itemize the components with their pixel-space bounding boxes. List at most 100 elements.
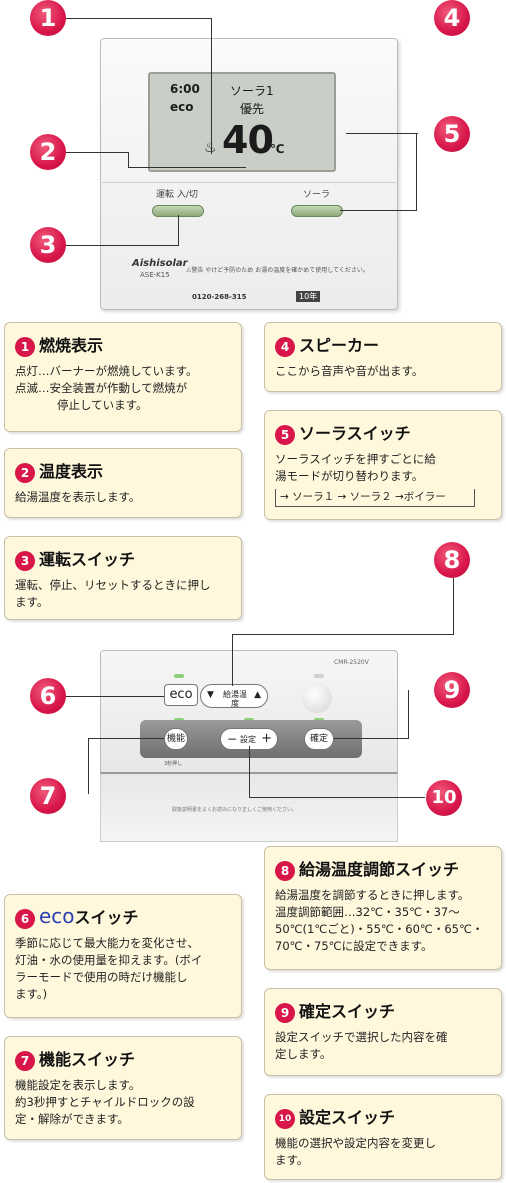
badge-4: 4 [434, 0, 470, 36]
model-number: ASE-K15 [140, 271, 170, 279]
confirm-button[interactable]: 確定 [304, 728, 334, 750]
power-button-label: 運転 入/切 [156, 190, 198, 200]
box5-line1: ソーラスイッチを押すごとに給 [275, 451, 436, 466]
badge-3: 3 [30, 227, 66, 263]
leader-line-5 [346, 133, 418, 134]
box7-line2: 約3秒押すとチャイルドロックの設 [15, 1094, 195, 1109]
badge-10: 10 [426, 780, 462, 816]
box8-badge: 8 [275, 860, 295, 881]
box3-title: 運転スイッチ [39, 550, 136, 569]
box9-badge: 9 [275, 1002, 295, 1023]
box4-title: スピーカー [299, 336, 380, 355]
setting-button[interactable]: − 設定 + [220, 728, 278, 750]
leader-line-8 [232, 634, 454, 635]
eco-button[interactable]: eco [164, 684, 198, 706]
badge-2: 2 [30, 134, 66, 170]
box1-line2: 点滅…安全装置が作動して燃焼が [15, 380, 188, 395]
leader-line-8v [232, 634, 233, 686]
lcd-time: 6:00 [170, 82, 200, 96]
leader-line-6 [66, 696, 164, 697]
leader-line-2h [128, 167, 246, 168]
badge-7: 7 [30, 778, 66, 814]
lcd-mode: ソーラ1 [230, 84, 274, 98]
box6-badge: 6 [15, 908, 35, 929]
box1-title: 燃焼表示 [39, 336, 104, 355]
status-led [314, 674, 324, 678]
leader-line-9 [334, 738, 408, 739]
box10-badge: 10 [275, 1108, 295, 1129]
box6-line3: ラーモードで使用の時だけ機能し [15, 969, 188, 984]
temp-up-icon: ▲ [254, 690, 261, 700]
box6-line2: 灯油・水の使用量を抑えます。(ボイ [15, 952, 203, 967]
box5-line2: 湯モードが切り替わります。 [275, 468, 424, 483]
leader-line-2v [128, 152, 129, 168]
box7-title: 機能スイッチ [39, 1050, 136, 1069]
solar-button[interactable] [291, 205, 343, 217]
sub-remote-model: CMR-2520V [334, 659, 369, 666]
lcd-priority: 優先 [240, 102, 265, 116]
box6-line4: ます。) [15, 986, 48, 1001]
box4-badge: 4 [275, 336, 295, 357]
box2-line1: 給湯温度を表示します。 [15, 489, 141, 504]
lcd-temperature: 40 [222, 118, 274, 162]
leader-line-2 [66, 152, 128, 153]
phone-number: 0120-268-315 [192, 293, 247, 301]
solar-button-label: ソーラ [303, 190, 331, 200]
box7-line1: 機能設定を表示します。 [15, 1077, 141, 1092]
leader-line-5h [340, 210, 417, 211]
box3-badge: 3 [15, 550, 35, 571]
box8-line4: 70℃・75℃に設定できます。 [275, 938, 433, 953]
box8-line2: 温度調節範囲…32℃・35℃・37～ [275, 904, 460, 919]
box2-title: 温度表示 [39, 462, 104, 481]
warning-text: ⚠警告 やけど予防のため お湯の温度を確かめて使用してください。 [186, 267, 369, 274]
box1-line3: 停止しています。 [57, 397, 148, 412]
box3-line1: 運転、停止、リセットするときに押し [15, 577, 211, 592]
box9-line1: 設定スイッチで選択した内容を確 [275, 1029, 448, 1044]
box9-title: 確定スイッチ [299, 1002, 396, 1021]
box6-title-eco: eco [39, 904, 75, 928]
leader-line-7v [88, 738, 89, 794]
leader-line-3 [66, 245, 178, 246]
temp-down-icon: ▼ [207, 690, 214, 700]
box8-line3: 50℃(1℃ごと)・55℃・60℃・65℃・ [275, 921, 484, 936]
box10-line1: 機能の選択や設定内容を変更し [275, 1135, 436, 1150]
leader-line-10v [249, 746, 250, 798]
hold-note: 3秒押し [164, 761, 183, 767]
box5-cycle: → ソーラ１ → ソーラ２ →ボイラー [275, 488, 475, 507]
box7-badge: 7 [15, 1050, 35, 1071]
setting-button-label: 設定 [240, 735, 256, 744]
box8-line1: 給湯温度を調節するときに押します。 [275, 887, 470, 902]
hot-water-temp-button[interactable]: ▼ 給湯温度 ▲ [200, 684, 268, 708]
box5-title: ソーラスイッチ [299, 424, 411, 443]
box1-badge: 1 [15, 336, 35, 357]
lcd-eco: eco [170, 100, 194, 114]
badge-9: 9 [434, 672, 470, 708]
badge-1: 1 [30, 0, 66, 36]
badge-6: 6 [30, 678, 66, 714]
box6-title-rest: スイッチ [74, 908, 139, 927]
lcd-unit: ℃ [270, 142, 285, 156]
eco-led [174, 674, 184, 678]
warranty-badge: 10年 [296, 291, 321, 302]
box6-line1: 季節に応じて最大能力を変化させ、 [15, 935, 199, 950]
leader-line-5v [416, 133, 417, 211]
function-button[interactable]: 機能 [164, 728, 188, 750]
minus-icon: − [227, 732, 238, 746]
